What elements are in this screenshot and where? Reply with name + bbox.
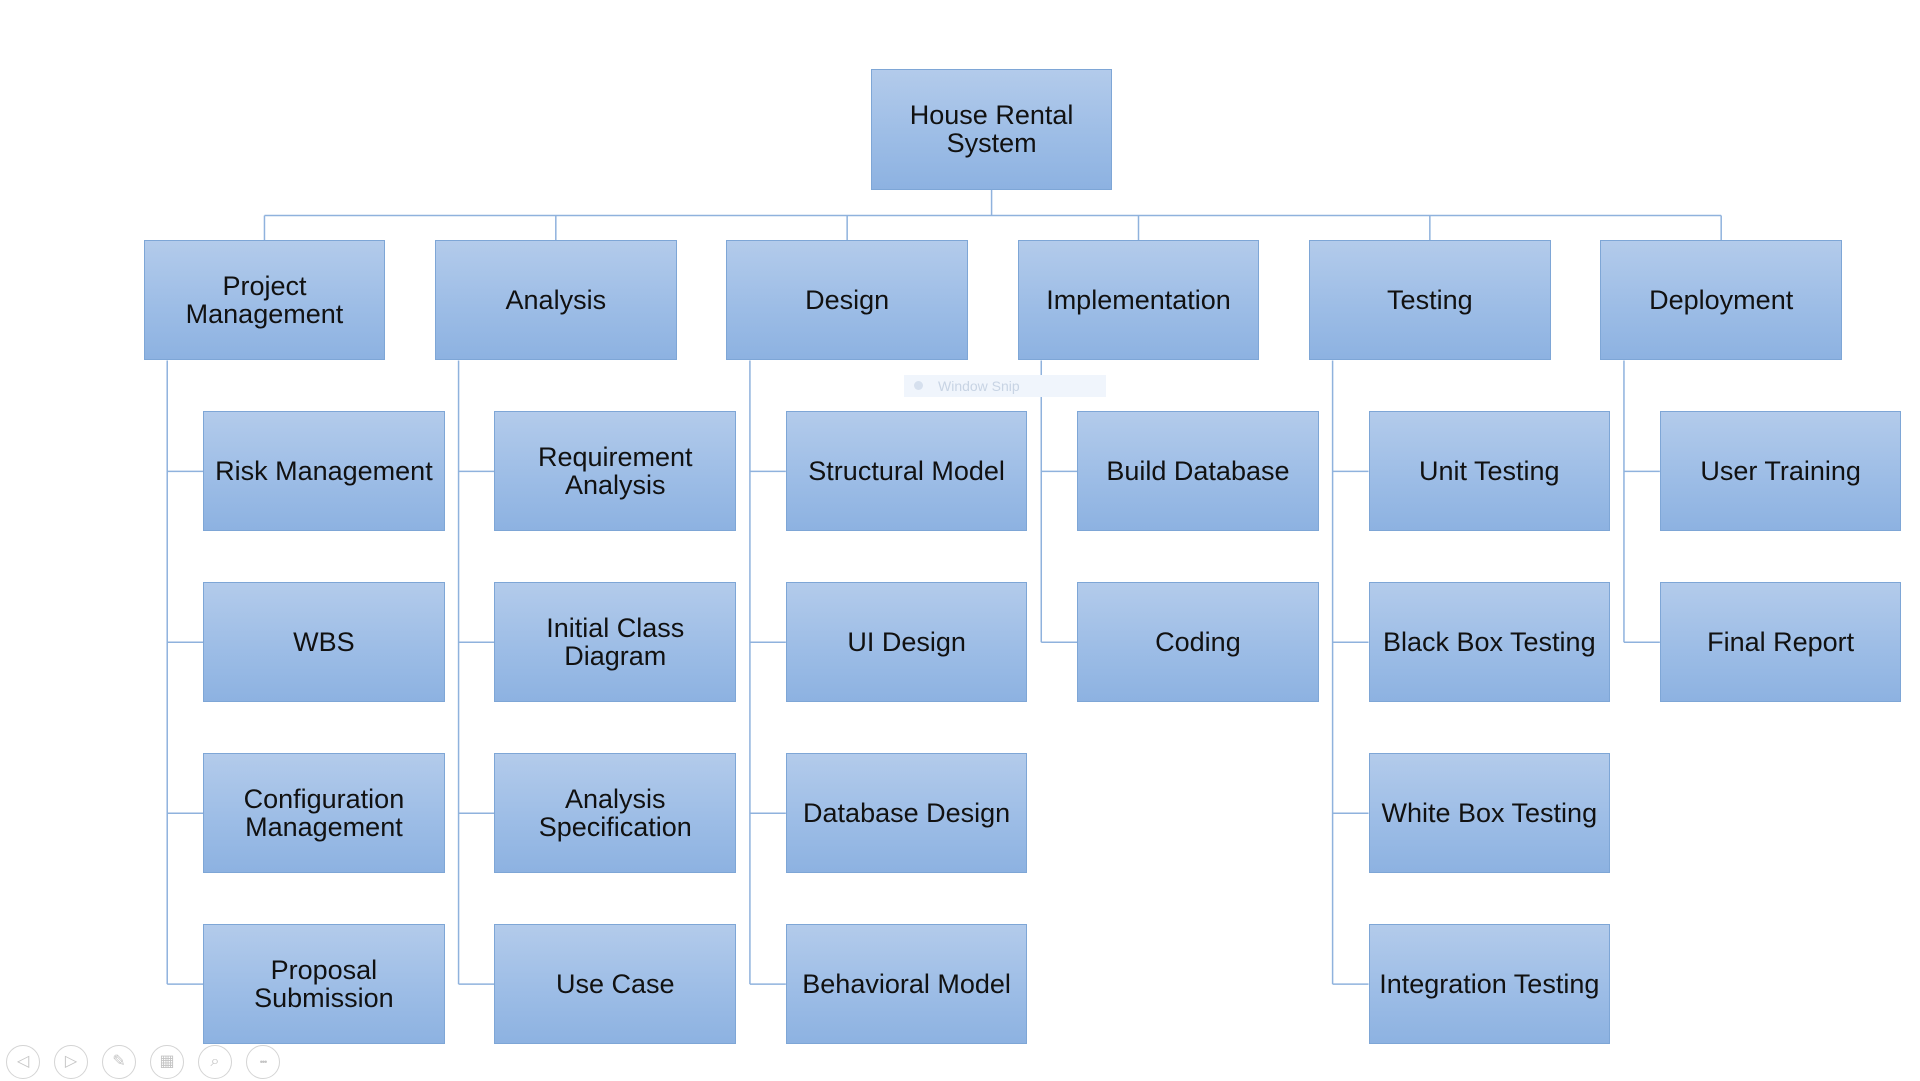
more-options-icon: ••• <box>259 1057 268 1067</box>
task-coding: Coding <box>1077 582 1319 703</box>
pen-icon: ✎ <box>112 1053 126 1070</box>
task-initial-class-diagram: Initial Class Diagram <box>494 582 737 703</box>
phase-analysis: Analysis <box>435 240 677 361</box>
task-database-design: Database Design <box>785 753 1028 874</box>
task-configuration-management: Configuration Management <box>203 753 445 874</box>
task-black-box-testing: Black Box Testing <box>1368 582 1611 703</box>
zoom-button[interactable]: ⌕ <box>198 1045 232 1079</box>
task-build-database: Build Database <box>1077 411 1319 532</box>
pen-button[interactable]: ✎ <box>102 1045 136 1079</box>
slideshow-toolbar: ◁ ▷ ✎ ▦ ⌕ ••• <box>6 1045 280 1081</box>
zoom-icon: ⌕ <box>210 1053 220 1070</box>
task-risk-management: Risk Management <box>203 411 445 532</box>
task-requirement-analysis: Requirement Analysis <box>494 411 737 532</box>
task-use-case: Use Case <box>494 924 737 1045</box>
next-button[interactable]: ▷ <box>54 1045 88 1079</box>
task-white-box-testing: White Box Testing <box>1368 753 1611 874</box>
slides-grid-icon: ▦ <box>159 1053 175 1070</box>
task-unit-testing: Unit Testing <box>1368 411 1611 532</box>
phase-deployment: Deployment <box>1600 240 1842 361</box>
slides-grid-button[interactable]: ▦ <box>150 1045 184 1079</box>
window-snip-label: Window Snip <box>938 378 1020 394</box>
window-snip-overlay: Window Snip <box>904 375 1106 397</box>
task-wbs: WBS <box>203 582 445 703</box>
next-icon: ▷ <box>64 1053 78 1070</box>
more-options-button[interactable]: ••• <box>246 1045 280 1079</box>
task-user-training: User Training <box>1659 411 1902 532</box>
task-integration-testing: Integration Testing <box>1368 924 1611 1045</box>
task-behavioral-model: Behavioral Model <box>785 924 1028 1045</box>
snip-icon <box>914 381 923 390</box>
phase-implementation: Implementation <box>1017 240 1260 361</box>
phase-testing: Testing <box>1309 240 1551 361</box>
task-structural-model: Structural Model <box>785 411 1028 532</box>
task-final-report: Final Report <box>1659 582 1902 703</box>
previous-button[interactable]: ◁ <box>6 1045 40 1079</box>
phase-design: Design <box>726 240 968 361</box>
root-node: House Rental System <box>870 69 1113 190</box>
task-analysis-specification: Analysis Specification <box>494 753 737 874</box>
task-proposal-submission: Proposal Submission <box>203 924 445 1045</box>
task-ui-design: UI Design <box>785 582 1028 703</box>
phase-project-management: Project Management <box>143 240 386 361</box>
previous-icon: ◁ <box>16 1053 30 1070</box>
